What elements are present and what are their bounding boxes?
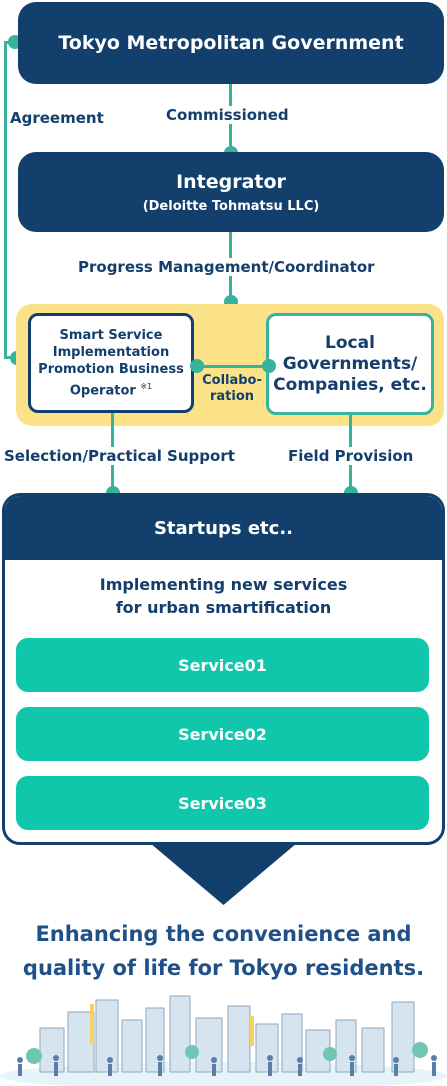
service-02: Service02 bbox=[16, 707, 429, 761]
integrator-box: Integrator (Deloitte Tohmatsu LLC) bbox=[18, 152, 444, 232]
collaboration-right-dot bbox=[262, 359, 276, 373]
city-skyline-people-illustration bbox=[0, 995, 447, 1086]
collaboration-connector bbox=[196, 365, 268, 368]
startups-description: Implementing new services for urban smar… bbox=[2, 573, 445, 619]
service-01: Service01 bbox=[16, 638, 429, 692]
startups-description-line-2: for urban smartification bbox=[115, 598, 332, 617]
integrator-subtitle: (Deloitte Tohmatsu LLC) bbox=[142, 198, 320, 214]
outcome-line-1: Enhancing the convenience and bbox=[35, 922, 412, 946]
government-title: Tokyo Metropolitan Government bbox=[58, 32, 404, 54]
agreement-connector-vertical bbox=[4, 42, 7, 358]
startups-header: Startups etc.. bbox=[5, 496, 442, 560]
operator-line-4: Operator ※1 bbox=[70, 378, 152, 399]
down-arrow-icon bbox=[150, 843, 297, 905]
commissioned-label: Commissioned bbox=[164, 106, 291, 124]
operator-line-4-text: Operator bbox=[69, 383, 136, 399]
government-box: Tokyo Metropolitan Government bbox=[18, 2, 444, 84]
agreement-label: Agreement bbox=[10, 109, 104, 127]
collaboration-label: Collabo- ration bbox=[196, 373, 268, 405]
collaboration-left-dot bbox=[190, 359, 204, 373]
collaboration-label-line-1: Collabo- bbox=[202, 373, 262, 388]
startups-description-line-1: Implementing new services bbox=[99, 575, 348, 594]
startups-title: Startups etc.. bbox=[153, 517, 294, 539]
operator-box: Smart Service Implementation Promotion B… bbox=[28, 313, 194, 413]
local-line-1: Local bbox=[325, 332, 375, 353]
local-line-3: Companies, etc. bbox=[273, 374, 427, 395]
integrator-title: Integrator bbox=[176, 170, 286, 193]
operator-line-2: Implementation bbox=[52, 344, 170, 360]
local-line-2: Governments/ bbox=[282, 353, 418, 374]
collaboration-label-line-2: ration bbox=[209, 389, 255, 404]
service-03: Service03 bbox=[16, 776, 429, 830]
field-label: Field Provision bbox=[286, 447, 416, 465]
operator-line-1: Smart Service bbox=[59, 327, 163, 343]
outcome-text: Enhancing the convenience and quality of… bbox=[0, 917, 447, 985]
local-governments-box: Local Governments/ Companies, etc. bbox=[266, 313, 434, 415]
outcome-line-2: quality of life for Tokyo residents. bbox=[22, 956, 425, 980]
selection-label: Selection/Practical Support bbox=[2, 447, 237, 465]
operator-line-3: Promotion Business bbox=[38, 361, 184, 377]
progress-label: Progress Management/Coordinator bbox=[76, 258, 377, 276]
operator-footnote-mark: ※1 bbox=[140, 381, 153, 391]
